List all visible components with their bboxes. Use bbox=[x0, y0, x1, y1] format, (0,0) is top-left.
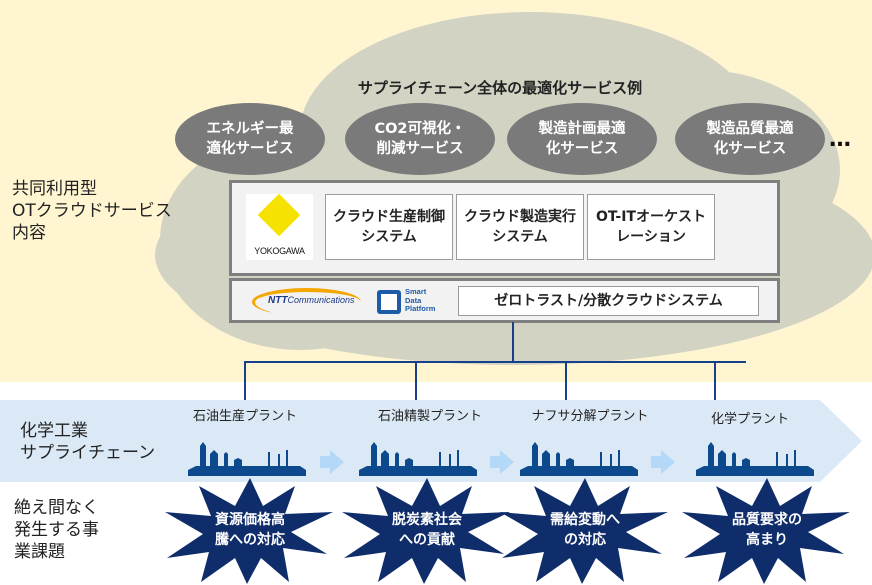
service-oval-quality[interactable]: 製造品質最適 化サービス bbox=[675, 103, 825, 175]
smart-data-platform-text: Smart Data Platform bbox=[405, 287, 436, 313]
service-oval-production-planning[interactable]: 製造計画最適 化サービス bbox=[507, 103, 657, 175]
flow-arrow-1-icon bbox=[330, 450, 344, 474]
connector-trunk bbox=[512, 322, 514, 362]
issue-decarbonization: 脱炭素社会 への貢献 bbox=[392, 512, 462, 548]
issue-burst-4 bbox=[682, 478, 850, 584]
cloud-service-label: 共同利用型 OTクラウドサービス 内容 bbox=[12, 179, 172, 243]
service-oval-energy[interactable]: エネルギー最 適化サービス bbox=[175, 103, 325, 175]
flow-arrow-3-icon bbox=[661, 450, 675, 474]
business-issues-label: 絶え間なく 発生する事 業課題 bbox=[14, 498, 99, 562]
smart-data-platform-icon bbox=[377, 290, 401, 314]
connector-drop-4 bbox=[714, 361, 716, 401]
issue-quality-requirements: 品質要求の 高まり bbox=[732, 512, 802, 548]
optimization-title: サプライチェーン全体の最適化サービス例 bbox=[357, 79, 643, 97]
connector-drop-1 bbox=[244, 361, 246, 401]
ot-it-orchestration-box[interactable]: OT-ITオーケスト レーション bbox=[587, 194, 715, 260]
cloud-mes-box[interactable]: クラウド製造実行 システム bbox=[456, 194, 584, 260]
plant-icon-oil-production bbox=[188, 442, 306, 476]
connector-drop-3 bbox=[565, 361, 567, 401]
supply-chain-label: 化学工業 サプライチェーン bbox=[20, 421, 156, 463]
yokogawa-logo-text: YOKOGAWA bbox=[254, 246, 305, 256]
plant-label-oil-refinery: 石油精製プラント bbox=[377, 409, 482, 424]
yokogawa-logo: YOKOGAWA bbox=[246, 193, 313, 260]
issue-burst-2 bbox=[342, 478, 510, 584]
connector-horizontal bbox=[244, 361, 746, 363]
more-ellipsis: … bbox=[829, 127, 852, 152]
plant-label-naphtha-cracker: ナフサ分解プラント bbox=[531, 409, 649, 424]
issue-demand-fluctuation: 需給変動へ の対応 bbox=[550, 512, 620, 548]
issue-burst-3 bbox=[500, 478, 668, 584]
issue-resource-price: 資源価格高 騰への対応 bbox=[215, 512, 285, 548]
flow-arrow-3-stem bbox=[651, 456, 661, 468]
ntt-logo-bold: NTT bbox=[268, 295, 288, 306]
flow-arrow-2-icon bbox=[500, 450, 514, 474]
service-oval-co2[interactable]: CO2可視化・ 削減サービス bbox=[345, 103, 495, 175]
ntt-communications-logo: NTTCommunications bbox=[268, 295, 354, 306]
plant-label-chemical: 化学プラント bbox=[710, 412, 789, 427]
issue-burst-1 bbox=[165, 478, 333, 584]
plant-icon-naphtha-cracker bbox=[520, 442, 638, 476]
plant-icon-chemical bbox=[696, 442, 814, 476]
flow-arrow-2-stem bbox=[490, 456, 500, 468]
cloud-production-control-box[interactable]: クラウド生産制御 システム bbox=[325, 194, 453, 260]
zero-trust-cloud-box[interactable]: ゼロトラスト/分散クラウドシステム bbox=[458, 286, 759, 316]
ntt-logo-text: Communications bbox=[287, 295, 355, 305]
plant-icon-oil-refinery bbox=[359, 442, 477, 476]
yokogawa-diamond-icon bbox=[257, 193, 301, 237]
flow-arrow-1-stem bbox=[320, 456, 330, 468]
connector-drop-2 bbox=[415, 361, 417, 401]
ntt-swoosh-icon bbox=[252, 288, 361, 316]
plant-label-oil-production: 石油生産プラント bbox=[192, 409, 297, 424]
